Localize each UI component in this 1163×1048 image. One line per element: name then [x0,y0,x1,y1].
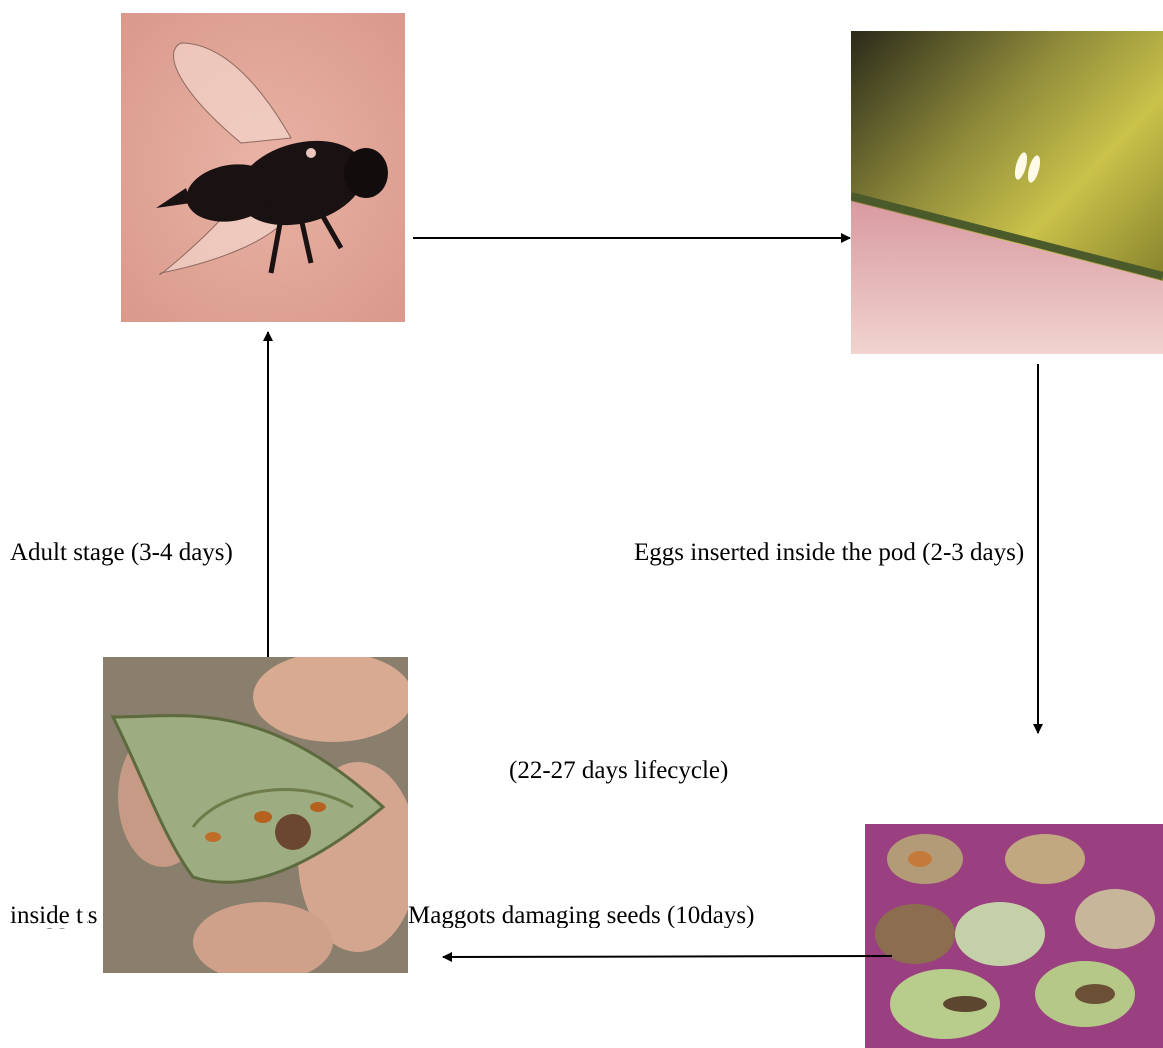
eggs-stage-label: Eggs inserted inside the pod (2-3 days) [634,540,1024,565]
adult-stage-label: Adult stage (3-4 days) [10,540,233,565]
maggots-stage-label-visible: Maggots damaging seeds (10days) [408,903,834,928]
lifecycle-duration-label: (22-27 days lifecycle) [509,758,728,783]
arrow-maggots-to-pupa [443,956,892,957]
